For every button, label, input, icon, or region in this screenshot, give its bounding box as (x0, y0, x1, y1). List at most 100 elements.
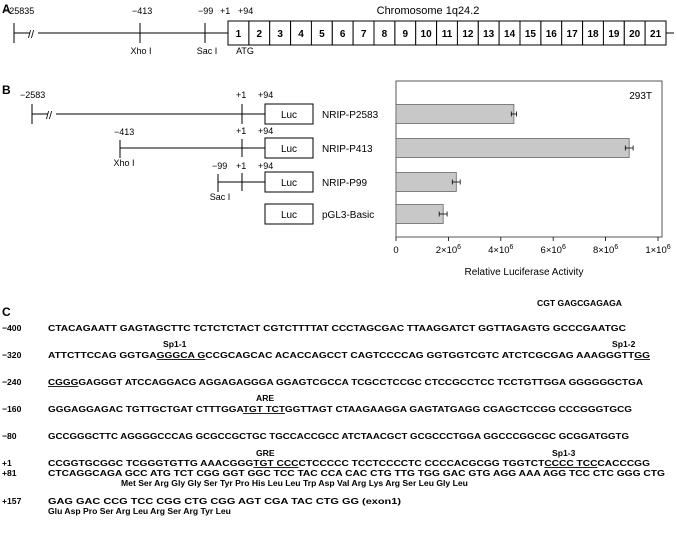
plus94-label: +94 (258, 90, 273, 100)
construct-p413: −413 Xho I +1 +94 Luc NRIP-P413 (113, 126, 373, 168)
seq-row-number: +1 (2, 458, 12, 468)
construct-name: pGL3-Basic (322, 210, 374, 221)
x-tick-label: 0 (393, 245, 398, 256)
motif-underline: CGGG (48, 377, 79, 387)
motif-underline: TGT TCT (243, 404, 286, 414)
bar-NRIP-P413 (395, 138, 630, 158)
pos-plus94-label: +94 (238, 6, 253, 16)
construct-start-label: −413 (114, 127, 134, 137)
pos-plus1-label: +1 (220, 6, 230, 16)
exon-label: 9 (403, 29, 409, 40)
luc-label: Luc (281, 110, 297, 121)
panel-c: C CGT GAGCGAGAGA Sp1-1 Sp1-2 ARE GRE Sp1… (2, 298, 665, 516)
exon-label: 2 (257, 29, 263, 40)
motif-sp1-2: Sp1-2 (612, 339, 636, 349)
plus94-label: +94 (258, 126, 273, 136)
pos-413-label: −413 (132, 6, 152, 16)
seq-segment: GAGGGT ATCCAGGACG AGGAGAGGGA GGAGTCGCCA … (78, 377, 643, 387)
seq-row-number: −400 (2, 323, 22, 333)
x-tick-label: 2×106 (436, 244, 461, 256)
construct-start-label: −2583 (20, 90, 45, 100)
exon-label: 13 (483, 29, 495, 40)
motif-are: ARE (256, 393, 274, 403)
panel-c-label: C (2, 305, 11, 319)
bar-pGL3-Basic (395, 204, 444, 224)
exon-label: 16 (546, 29, 558, 40)
seq-row: GCCGGGCTTC AGGGGCCCAG GCGCCGCTGC TGCCACC… (48, 431, 629, 441)
sac-site-label: Sac I (210, 192, 231, 202)
seq-segment: CACCCGG (597, 458, 650, 468)
amino-acid-row-1: Met Ser Arg Gly Gly Ser Tyr Pro His Leu … (121, 478, 468, 488)
exon-label: 7 (361, 29, 367, 40)
chart-title: 293T (629, 91, 652, 102)
pos-start-label: −25835 (4, 6, 34, 16)
panel-b: B −2583 // +1 +94 Luc NRIP-P2583 −413 Xh… (2, 80, 671, 278)
seq-segment: CTCAGGCAGA GCC ATG TCT CGG GGT GGC TCC T… (48, 468, 665, 478)
seq-segment: ATTCTTCCAG GGTGA (48, 350, 157, 360)
luc-box (264, 103, 314, 125)
exon-label: 21 (650, 29, 662, 40)
seq-segment: GGTTAGT CTAAGAAGGA GAGTATGAGG CGAGCTCCGG… (285, 404, 632, 414)
sac-site-label: Sac I (197, 46, 218, 56)
exon-label: 14 (504, 29, 516, 40)
seq-segment: CCGCAGCAC ACACCAGCCT CAGTCCCCAG GGTGGTCG… (205, 350, 635, 360)
chart-x-label: Relative Luciferase Activity (465, 267, 584, 278)
seq-segment: GAG GAC CCG TCC CGG CTG CGG AGT CGA TAC … (48, 496, 401, 506)
motif-sp1-1: Sp1-1 (163, 339, 187, 349)
construct-name: NRIP-P2583 (322, 110, 379, 121)
exon-label: 12 (462, 29, 474, 40)
panel-a-label: A (2, 2, 11, 16)
exon-label: 8 (382, 29, 388, 40)
seq-row: CTCAGGCAGA GCC ATG TCT CGG GGT GGC TCC T… (48, 468, 665, 478)
x-tick-label: 4×106 (488, 244, 513, 256)
exon-label: 4 (298, 29, 304, 40)
construct-name: NRIP-P99 (322, 178, 367, 189)
motif-sp1-3: Sp1-3 (552, 448, 576, 458)
construct-start-label: −99 (212, 161, 227, 171)
plus94-label: +94 (258, 161, 273, 171)
motif-underline: TGT CCC (253, 458, 298, 468)
construct-p2583: −2583 // +1 +94 Luc NRIP-P2583 (20, 90, 379, 125)
luc-box (264, 203, 314, 225)
amino-acid-row-2: Glu Asp Pro Ser Arg Leu Arg Ser Arg Tyr … (48, 506, 231, 516)
plus1-label: +1 (236, 161, 246, 171)
seq-segment: CTACAGAATT GAGTAGCTTC TCTCTCTACT CGTCTTT… (48, 323, 626, 333)
exon-label: 1 (236, 29, 242, 40)
seq-row-number: −240 (2, 377, 22, 387)
chart-bars (395, 104, 634, 224)
luc-box (264, 171, 314, 193)
exon-label: 10 (421, 29, 433, 40)
exon-label: 6 (340, 29, 346, 40)
seq-row-number: −160 (2, 404, 22, 414)
motif-underline: GGGCA G (157, 350, 206, 360)
exon-label: 3 (277, 29, 283, 40)
motif-gre: GRE (256, 448, 275, 458)
construct-p99: −99 Sac I +1 +94 Luc NRIP-P99 (210, 161, 368, 202)
seq-row-number: +81 (2, 468, 17, 478)
seq-row-number: +157 (2, 496, 22, 506)
chromosome-label: Chromosome 1q24.2 (377, 5, 480, 17)
break-mark: // (46, 110, 53, 122)
plus1-label: +1 (236, 126, 246, 136)
luc-label: Luc (281, 144, 297, 155)
motif-underline: GG (634, 350, 650, 360)
x-tick-label: 1×106 (645, 244, 670, 256)
luc-label: Luc (281, 210, 297, 221)
seq-segment: GCCGGGCTTC AGGGGCCCAG GCGCCGCTGC TGCCACC… (48, 431, 629, 441)
bar-NRIP-P99 (395, 172, 457, 192)
sequence-rows: −400 CTACAGAATT GAGTAGCTTC TCTCTCTACT CGT… (2, 323, 665, 506)
exon-label: 18 (587, 29, 599, 40)
bar-NRIP-P2583 (395, 104, 515, 124)
exon-label: 11 (442, 29, 453, 40)
panel-b-label: B (2, 83, 11, 97)
seq-row: GAG GAC CCG TCC CGG CTG CGG AGT CGA TAC … (48, 496, 401, 506)
luc-box (264, 137, 314, 159)
exon-label: 15 (525, 29, 537, 40)
exon-label: 19 (608, 29, 620, 40)
